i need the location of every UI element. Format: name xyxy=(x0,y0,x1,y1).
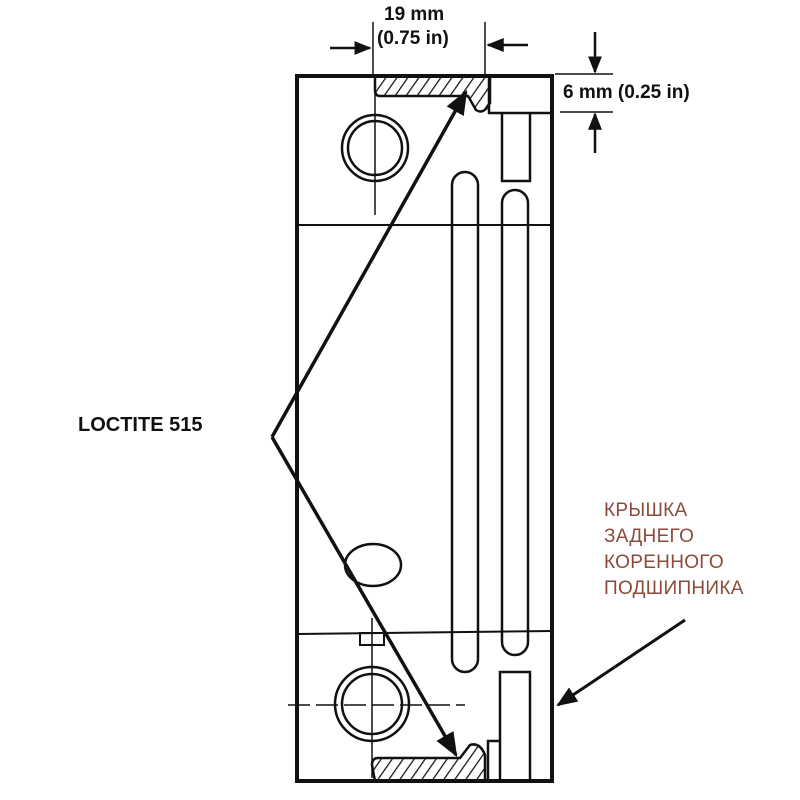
bolt-hole-bottom xyxy=(288,618,465,778)
part-label: КРЫШКА ЗАДНЕГО КОРЕННОГО ПОДШИПНИКА xyxy=(604,498,744,602)
seal-top xyxy=(373,74,492,113)
channel-bottom xyxy=(486,670,532,781)
width-mm-label: 19 mm xyxy=(384,4,445,25)
channel-top xyxy=(487,76,552,183)
part-label-line: КРЫШКА xyxy=(604,500,688,521)
sealant-label: LOCTITE 515 xyxy=(78,414,203,436)
slot-right xyxy=(500,188,530,657)
bolt-hole-top xyxy=(340,76,410,215)
part-label-line: ПОДШИПНИКА xyxy=(604,578,744,599)
part-leader xyxy=(556,618,686,707)
width-dimension xyxy=(330,22,528,76)
part-label-line: КОРЕННОГО xyxy=(604,552,724,573)
seal-bottom xyxy=(370,743,487,783)
parting-line-bottom xyxy=(296,630,553,635)
width-in-label: (0.75 in) xyxy=(377,28,449,49)
leader-line-top xyxy=(270,89,468,438)
slot-left xyxy=(450,170,480,674)
leader-line-bottom xyxy=(270,436,458,758)
depth-label: 6 mm (0.25 in) xyxy=(563,82,690,103)
depth-dimension xyxy=(555,32,613,153)
part-label-line: ЗАДНЕГО xyxy=(604,526,695,547)
